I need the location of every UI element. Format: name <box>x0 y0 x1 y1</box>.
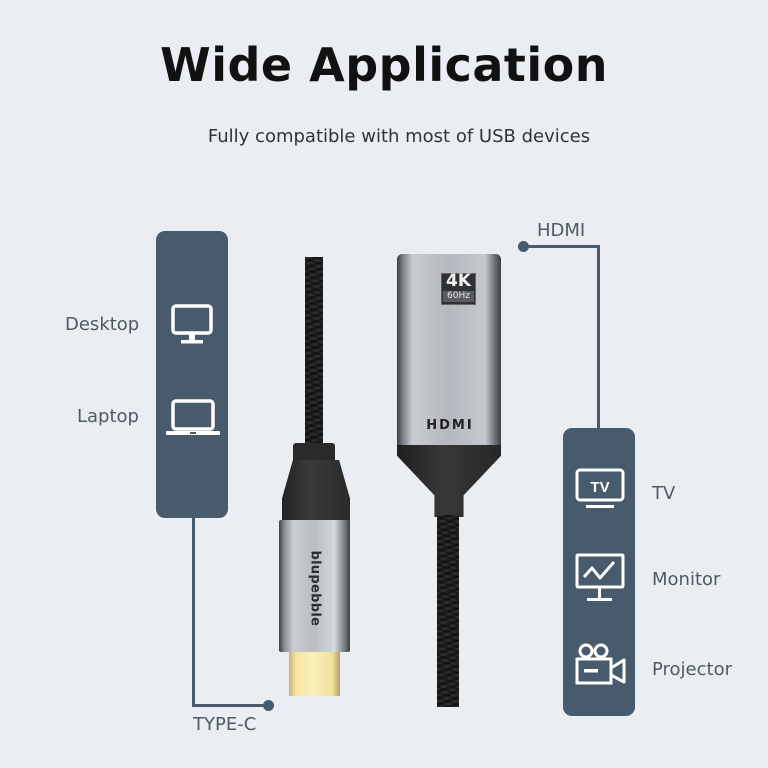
hdmi-connector-line-vertical <box>597 245 600 430</box>
hdmi-braided-cable <box>437 515 459 707</box>
source-devices-panel <box>156 231 228 518</box>
target-item-projector-label: Projector <box>652 659 732 680</box>
usb-c-brand-text: blupebble <box>307 550 323 627</box>
type-c-label: TYPE-C <box>193 714 257 735</box>
type-c-connector-line-horizontal <box>192 704 268 707</box>
hdmi-adapter-neck <box>397 445 501 517</box>
usb-c-plug-tip <box>289 652 340 696</box>
target-item-tv-label: TV <box>652 483 676 504</box>
svg-text:TV: TV <box>590 479 609 496</box>
usb-c-boot-body <box>282 460 350 530</box>
source-item-laptop-label: Laptop <box>77 406 139 427</box>
laptop-icon <box>166 399 220 435</box>
source-item-desktop-label: Desktop <box>65 314 140 335</box>
monitor-chart-icon <box>575 553 625 601</box>
tv-icon: TV <box>575 468 625 508</box>
usb-c-braided-cable <box>305 257 323 449</box>
hdmi-label: HDMI <box>537 220 586 241</box>
page-subtitle: Fully compatible with most of USB device… <box>207 126 591 147</box>
hdmi-60hz-text: 60Hz <box>443 291 474 302</box>
usb-c-housing <box>279 520 350 652</box>
usb-c-boot <box>293 443 335 465</box>
hdmi-logo-text: HDMI <box>426 418 474 433</box>
page-title: Wide Application <box>159 38 609 92</box>
target-item-monitor-label: Monitor <box>652 569 721 590</box>
projector-camera-icon <box>575 643 626 685</box>
hdmi-connector-line-horizontal <box>522 245 600 248</box>
hdmi-4k-text: 4K <box>445 271 471 291</box>
type-c-connector-dot <box>263 700 274 711</box>
type-c-connector-line-vertical <box>192 518 195 707</box>
desktop-monitor-icon <box>171 304 213 344</box>
